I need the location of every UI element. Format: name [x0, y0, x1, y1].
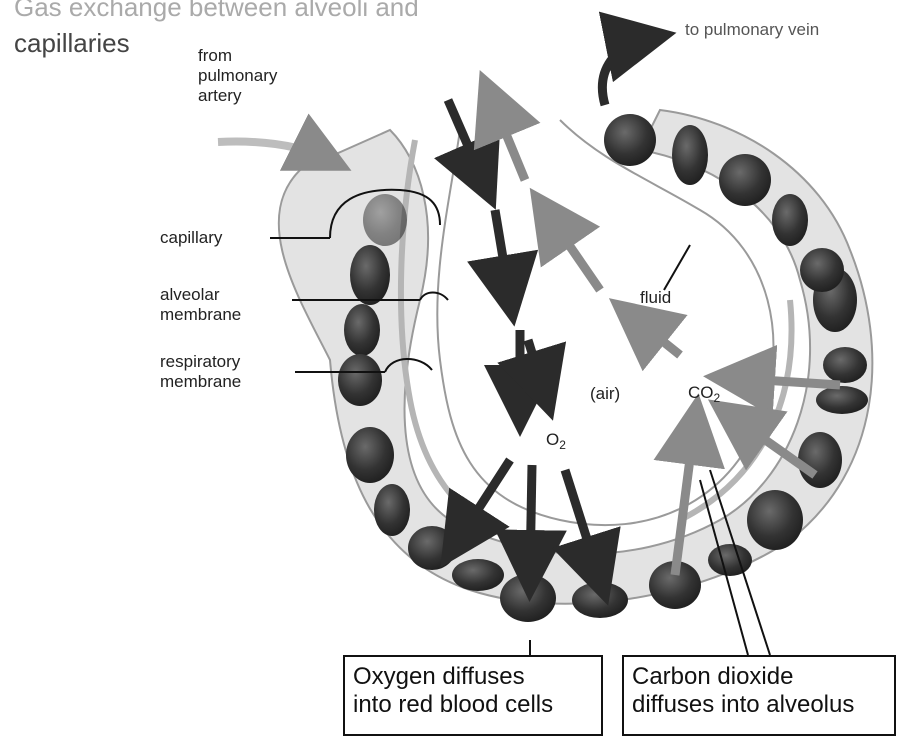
- fluid-label: fluid: [640, 288, 671, 308]
- oxygen-diffusion-box: Oxygen diffuses into red blood cells: [343, 655, 603, 736]
- respiratory-membrane-label: respiratory membrane: [160, 352, 241, 392]
- from-artery-label: from pulmonary artery: [198, 46, 277, 106]
- co2-diffusion-box: Carbon dioxide diffuses into alveolus: [622, 655, 896, 736]
- alveolar-membrane-label: alveolar membrane: [160, 285, 241, 325]
- artery-inflow-arrow: [218, 142, 330, 160]
- to-vein-label: to pulmonary vein: [685, 20, 819, 40]
- capillary-label: capillary: [160, 228, 222, 248]
- o2-label: O2: [546, 430, 566, 455]
- vein-outflow-arrow: [602, 38, 650, 105]
- air-label: (air): [590, 384, 620, 404]
- co2-label: CO2: [688, 383, 720, 408]
- title-line-1: Gas exchange between alveoli and: [14, 0, 419, 22]
